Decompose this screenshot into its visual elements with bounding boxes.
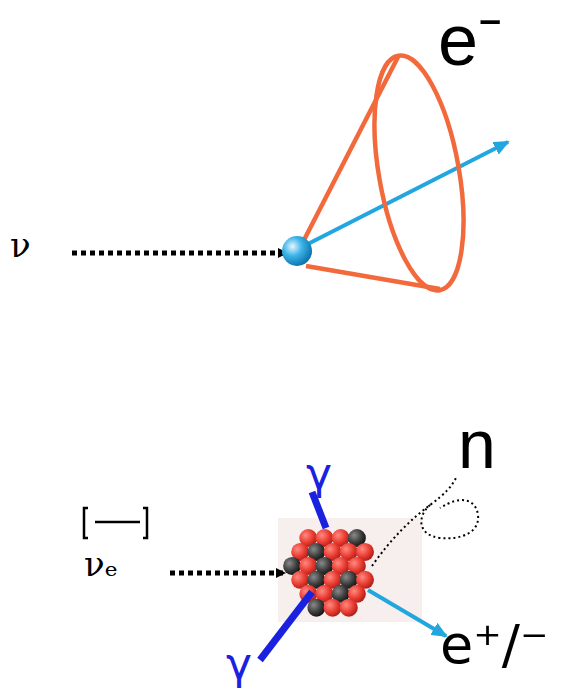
lepton-label: e⁺/⁻ (440, 618, 548, 672)
neutron-path (372, 478, 478, 566)
electron-sphere (282, 236, 312, 266)
antineutrino-track (170, 571, 284, 576)
cherenkov-cone (304, 49, 479, 297)
electron-track (300, 142, 508, 248)
optional-bar-bracket (84, 508, 147, 538)
neutron-label: n (458, 410, 496, 478)
nucleon (324, 599, 342, 617)
gamma-track (260, 592, 312, 660)
gamma-label: γ (226, 642, 252, 686)
nucleon (307, 599, 325, 617)
nucleus (283, 529, 374, 617)
neutrino-label: ν (10, 228, 31, 262)
gamma-track (312, 492, 326, 528)
nucleon (340, 599, 358, 617)
lepton-track (368, 590, 446, 636)
neutrino-track (72, 251, 286, 256)
gamma-label: γ (306, 452, 332, 496)
antineutrino-label: νₑ (84, 547, 118, 581)
electron-label: e⁻ (438, 4, 502, 76)
